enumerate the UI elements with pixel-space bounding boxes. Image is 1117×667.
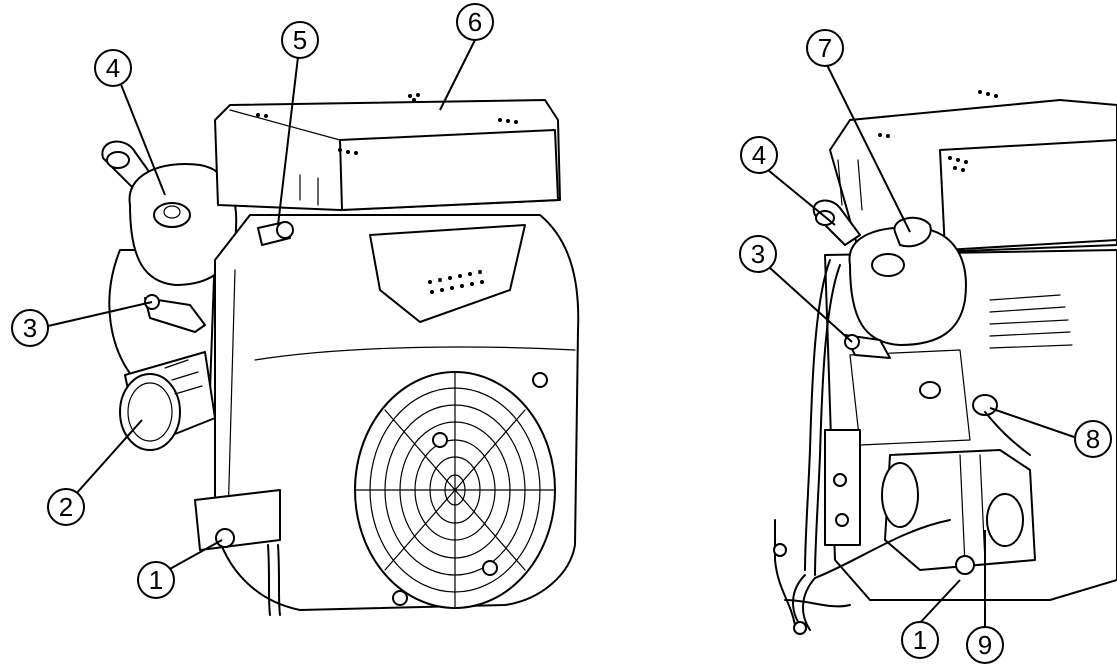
- right-leaders: [767, 64, 1075, 628]
- callout-left-5: 5: [281, 21, 319, 59]
- starter-motor: [881, 449, 1036, 571]
- callout-right-9: 9: [966, 626, 1004, 664]
- svg-text:1: 1: [149, 565, 163, 595]
- svg-text:7: 7: [818, 33, 832, 63]
- callout-left-6: 6: [456, 3, 494, 41]
- svg-text:4: 4: [106, 53, 120, 83]
- callout-right-8: 8: [1074, 420, 1112, 458]
- callout-left-4: 4: [94, 49, 132, 87]
- svg-text:5: 5: [293, 25, 307, 55]
- left-leaders: [47, 39, 476, 571]
- left-engine-view: [101, 93, 580, 616]
- right-engine-view: [773, 90, 1117, 635]
- flywheel-screen: [354, 371, 556, 609]
- svg-text:1: 1: [913, 625, 927, 655]
- valve-cover: [128, 163, 238, 286]
- svg-text:2: 2: [59, 492, 73, 522]
- svg-text:3: 3: [23, 313, 37, 343]
- breather-bolt: [257, 221, 294, 246]
- svg-text:3: 3: [751, 239, 765, 269]
- callout-right-1: 1: [901, 621, 939, 659]
- callout-right-7: 7: [806, 29, 844, 67]
- callout-right-3: 3: [739, 235, 777, 273]
- callout-right-4: 4: [740, 136, 778, 174]
- air-cleaner-cover: [214, 93, 561, 211]
- air-intake-tube: [119, 351, 216, 451]
- svg-text:4: 4: [752, 140, 766, 170]
- svg-text:6: 6: [468, 7, 482, 37]
- dipstick-tube: [972, 394, 1031, 456]
- svg-text:8: 8: [1086, 424, 1100, 454]
- callout-left-3: 3: [11, 309, 49, 347]
- svg-text:9: 9: [978, 630, 992, 660]
- oil-fill-cap: [893, 216, 932, 248]
- callout-left-1: 1: [137, 561, 175, 599]
- callout-left-2: 2: [47, 488, 85, 526]
